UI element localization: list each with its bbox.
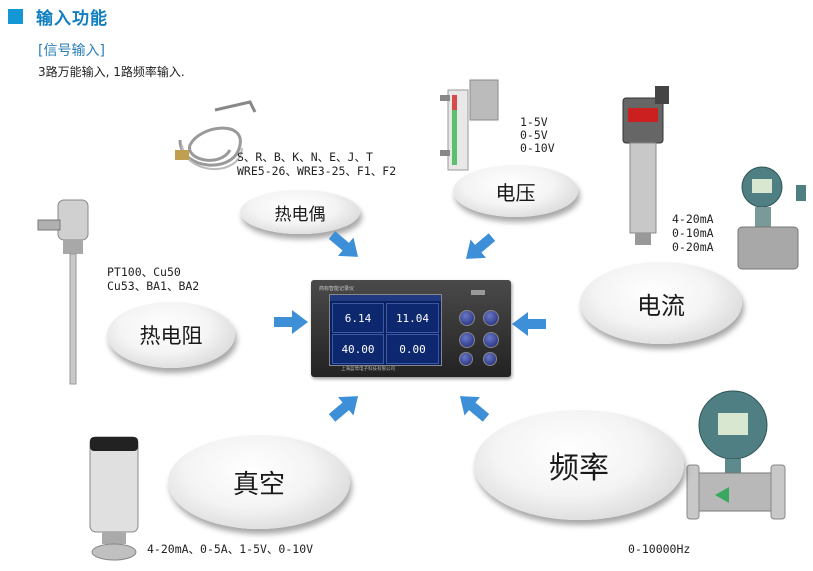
device-button [483,332,499,348]
rtd-sensor-image [37,199,89,385]
frequency-label: 频率 [549,451,609,486]
current-label: 电流 [637,291,685,320]
arrow-icon [328,396,359,422]
device-screen: 6.14 11.04 40.00 0.00 [329,294,442,366]
title-marker [8,9,23,24]
voltage-spec-2: 0-5V [520,128,548,142]
screen-value-1: 6.14 [332,303,384,333]
vacuum-gauge-image [89,436,139,561]
current-spec-3: 0-20mA [672,240,714,254]
device-button [459,310,475,326]
screen-value-3: 40.00 [332,334,384,364]
thermocouple-sensor-image [175,100,257,171]
current-bubble: 电流 [580,262,742,344]
voltage-bubble: 电压 [453,165,578,217]
thermocouple-bubble: 热电偶 [240,190,360,234]
arrow-icon [465,233,496,259]
rtd-bubble: 热电阻 [107,302,235,368]
flow-meter-image [686,390,786,520]
vacuum-bubble: 真空 [168,435,350,529]
device-button [459,352,473,366]
vacuum-spec: 4-20mA、0-5A、1-5V、0-10V [147,542,314,556]
thermocouple-spec-2: WRE5-26、WRE3-25、F1、F2 [237,164,397,178]
current-spec-2: 0-10mA [672,226,714,240]
rtd-spec-2: Cu53、BA1、BA2 [107,279,200,293]
arrow-icon [459,396,490,422]
voltage-label: 电压 [495,180,536,205]
voltage-spec-3: 0-10V [520,141,555,155]
arrow-icon [328,231,359,257]
device-button [483,310,499,326]
frequency-bubble: 频率 [474,410,684,520]
thermocouple-label: 热电偶 [274,204,326,225]
device-maker: 上海蓝莺电子科技有限公司 [341,367,395,372]
device-label: 商标智能记录仪 [319,286,355,292]
usb-port [471,290,485,295]
recorder-device: 商标智能记录仪 6.14 11.04 40.00 0.00 上海蓝莺电子科技有限… [311,280,511,377]
thermocouple-spec-1: S、R、B、K、N、E、J、T [237,150,373,164]
voltage-spec-1: 1-5V [520,115,548,129]
frequency-spec: 0-10000Hz [628,542,691,556]
rtd-label: 热电阻 [139,324,203,348]
current-spec-1: 4-20mA [672,212,714,226]
pressure-transmitter-image [622,86,669,245]
level-gauge-image [440,79,499,171]
signal-description: 3路万能输入, 1路频率输入. [38,65,185,79]
device-button [459,332,475,348]
arrow-icon [274,310,308,334]
screen-value-4: 0.00 [386,334,439,364]
arrow-icon [512,312,546,336]
differential-pressure-transmitter-image [737,166,806,270]
device-button [483,352,497,366]
vacuum-label: 真空 [232,469,285,500]
screen-status-bar [330,295,441,301]
signal-heading: [信号输入] [38,43,105,59]
rtd-spec-1: PT100、Cu50 [107,265,181,279]
page-title: 输入功能 [36,9,108,29]
screen-value-2: 11.04 [386,303,439,333]
